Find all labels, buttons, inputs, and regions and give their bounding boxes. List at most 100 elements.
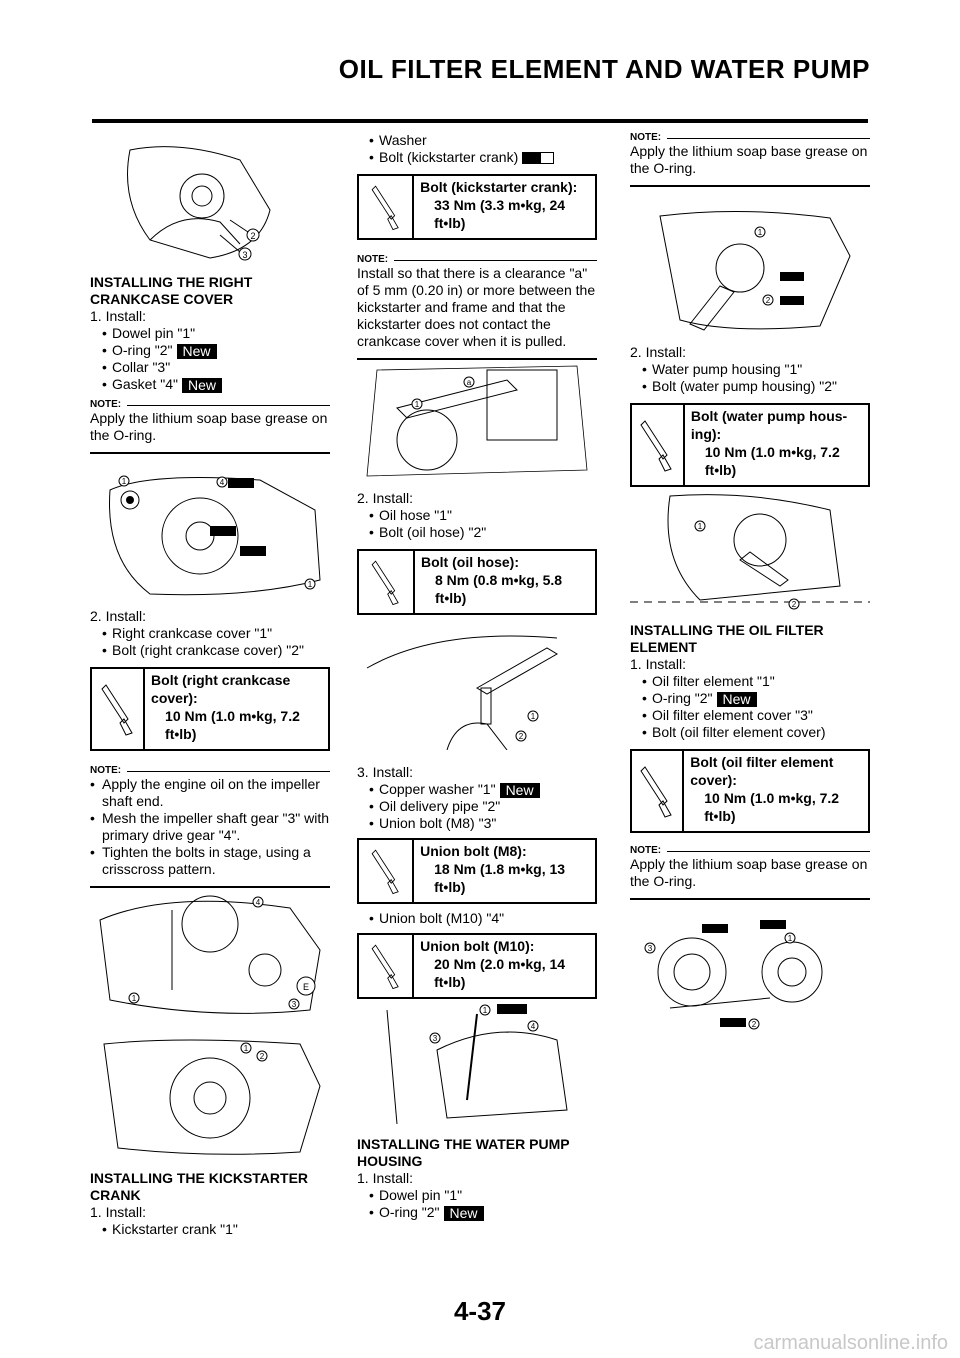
parts-list: Dowel pin "1" O-ring "2"New Collar "3" G… bbox=[90, 325, 330, 393]
callout-3: 3 bbox=[292, 1000, 297, 1009]
torque-label: Bolt (oil hose): bbox=[421, 554, 519, 570]
figure-crankcase-cover: 1 4 1 bbox=[90, 470, 330, 600]
parts-list: Union bolt (M10) "4" bbox=[357, 910, 597, 927]
torque-value: 18 Nm (1.8 m•kg, 13 ft•lb) bbox=[434, 861, 566, 895]
list-item: O-ring "2"New bbox=[102, 342, 330, 359]
list-item: Apply the engine oil on the impeller sha… bbox=[90, 776, 330, 810]
list-item: Washer bbox=[369, 132, 597, 149]
step-right-cover: 2. Install: Right crankcase cover "1" Bo… bbox=[90, 608, 330, 888]
torque-value: 10 Nm (1.0 m•kg, 7.2 ft•lb) bbox=[704, 444, 840, 478]
note-label: NOTE: bbox=[90, 399, 330, 410]
list-item: Oil hose "1" bbox=[369, 507, 597, 524]
list-item: Tighten the bolts in stage, using a cris… bbox=[90, 844, 330, 878]
list-item: Collar "3" bbox=[102, 359, 330, 376]
list-item: Dowel pin "1" bbox=[102, 325, 330, 342]
torque-wrench-icon bbox=[359, 840, 415, 902]
section-heading: INSTALLING THE OIL FILTER ELEMENT bbox=[630, 622, 824, 655]
torque-value: 33 Nm (3.3 m•kg, 24 ft•lb) bbox=[434, 197, 566, 231]
callout-1: 1 bbox=[132, 994, 137, 1003]
callout-2: 2 bbox=[260, 1052, 265, 1061]
list-item: Bolt (right crankcase cover) "2" bbox=[102, 642, 330, 659]
torque-value: 10 Nm (1.0 m•kg, 7.2 ft•lb) bbox=[704, 790, 840, 824]
list-item: Union bolt (M8) "3" bbox=[369, 815, 597, 832]
callout-1: 1 bbox=[244, 1044, 249, 1053]
callout-3: 3 bbox=[648, 944, 653, 953]
torque-value: 8 Nm (0.8 m•kg, 5.8 ft•lb) bbox=[435, 572, 563, 606]
list-item: Oil filter element "1" bbox=[642, 673, 870, 690]
callout-2: 2 bbox=[792, 600, 797, 609]
list-item: Oil delivery pipe "2" bbox=[369, 798, 597, 815]
parts-list: Washer Bolt (kickstarter crank) bbox=[357, 132, 597, 166]
page-number: 4-37 bbox=[453, 1296, 507, 1326]
torque-spec-box: Bolt (oil filter element cover):10 Nm (1… bbox=[630, 749, 870, 833]
list-item: O-ring "2"New bbox=[642, 690, 870, 707]
figure-pump-gear: 2 3 bbox=[90, 140, 330, 268]
figure-pump-installed: 1 2 bbox=[630, 490, 870, 614]
note-body: Apply the lithium soap base grease on th… bbox=[630, 856, 870, 900]
torque-label: Bolt (water pump hous- ing): bbox=[690, 408, 848, 442]
torque-value: 10 Nm (1.0 m•kg, 7.2 ft•lb) bbox=[165, 708, 300, 742]
note-body: Install so that there is a clearance "a"… bbox=[357, 265, 597, 360]
torque-wrench-icon bbox=[92, 669, 146, 749]
callout-1: 1 bbox=[788, 934, 793, 943]
note-water-pump: NOTE: Apply the lithium soap base grease… bbox=[630, 132, 870, 187]
torque-spec-box: Bolt (kickstarter crank):33 Nm (3.3 m•kg… bbox=[357, 174, 597, 240]
torque-wrench-icon bbox=[359, 176, 415, 238]
torque-wrench-icon bbox=[632, 405, 685, 485]
page-title: OIL FILTER ELEMENT AND WATER PUMP bbox=[338, 54, 870, 84]
callout-4: 4 bbox=[256, 898, 261, 907]
step-label: 2. Install: bbox=[357, 490, 414, 506]
step-label: 2. Install: bbox=[90, 608, 147, 624]
note-label: NOTE: bbox=[90, 765, 330, 776]
callout-1: 1 bbox=[483, 1006, 488, 1015]
callout-1: 1 bbox=[415, 400, 420, 409]
parts-list: Dowel pin "1" O-ring "2"New bbox=[357, 1187, 597, 1221]
callout-a: a bbox=[467, 378, 472, 387]
parts-list: Water pump housing "1" Bolt (water pump … bbox=[630, 361, 870, 395]
step-oil-delivery: 3. Install: Copper washer "1"New Oil del… bbox=[357, 764, 597, 999]
section-oil-filter-element: INSTALLING THE OIL FILTER ELEMENT 1. Ins… bbox=[630, 622, 870, 900]
callout-2: 2 bbox=[752, 1020, 757, 1029]
callout-3: 3 bbox=[433, 1034, 438, 1043]
list-item: Water pump housing "1" bbox=[642, 361, 870, 378]
list-item: Bolt (kickstarter crank) bbox=[369, 149, 597, 166]
step-label: 3. Install: bbox=[357, 764, 414, 780]
list-item: Kickstarter crank "1" bbox=[102, 1221, 330, 1238]
note-body: Apply the lithium soap base grease on th… bbox=[630, 143, 870, 187]
list-item: Union bolt (M10) "4" bbox=[369, 910, 597, 927]
torque-label: Bolt (oil filter element cover): bbox=[690, 754, 834, 788]
torque-label: Union bolt (M8): bbox=[420, 843, 527, 859]
callout-4: 4 bbox=[531, 1022, 536, 1031]
list-item: Gasket "4"New bbox=[102, 376, 330, 393]
new-badge: New bbox=[716, 691, 757, 707]
figure-cover-bolts: 1 2 bbox=[90, 1036, 330, 1158]
figure-impeller-gear: E 1 4 3 bbox=[90, 890, 330, 1020]
torque-spec-box: Bolt (right crankcase cover):10 Nm (1.0 … bbox=[90, 667, 330, 751]
kickstarter-continued: Washer Bolt (kickstarter crank) Bolt (ki… bbox=[357, 132, 597, 360]
torque-wrench-icon bbox=[359, 551, 415, 613]
torque-spec-box: Union bolt (M8): 18 Nm (1.8 m•kg, 13 ft•l… bbox=[357, 838, 597, 904]
figure-kickstarter: 1 a bbox=[357, 360, 597, 480]
section-kickstarter-crank: INSTALLING THE KICKSTARTER CRANK 1. Inst… bbox=[90, 1170, 330, 1238]
callout-3: 3 bbox=[242, 250, 247, 260]
callout-2: 2 bbox=[519, 732, 524, 741]
figure-union-bolt: 1 3 4 bbox=[357, 1000, 597, 1124]
callout-4: 4 bbox=[220, 478, 225, 487]
callout-e: E bbox=[303, 982, 309, 992]
list-item: Copper washer "1"New bbox=[369, 781, 597, 798]
step-oil-hose: 2. Install: Oil hose "1" Bolt (oil hose)… bbox=[357, 490, 597, 615]
step-label: 2. Install: bbox=[630, 344, 687, 360]
torque-wrench-icon bbox=[359, 935, 415, 997]
section-water-pump-housing: INSTALLING THE WATER PUMP HOUSING 1. Ins… bbox=[357, 1136, 597, 1221]
list-item: O-ring "2"New bbox=[369, 1204, 597, 1221]
section-heading: INSTALLING THE RIGHT CRANKCASE COVER bbox=[90, 274, 253, 307]
watermark: carmanualsonline.info bbox=[753, 1332, 948, 1354]
note-label: NOTE: bbox=[357, 254, 597, 265]
list-item: Bolt (oil filter element cover) bbox=[642, 724, 870, 741]
section-heading: INSTALLING THE KICKSTARTER CRANK bbox=[90, 1170, 309, 1203]
torque-value: 20 Nm (2.0 m•kg, 14 ft•lb) bbox=[434, 956, 566, 990]
step-label: 1. Install: bbox=[630, 656, 687, 672]
parts-list: Kickstarter crank "1" bbox=[90, 1221, 330, 1238]
torque-spec-box: Union bolt (M10): 20 Nm (2.0 m•kg, 14 ft•… bbox=[357, 933, 597, 999]
torque-label: Union bolt (M10): bbox=[420, 938, 535, 954]
